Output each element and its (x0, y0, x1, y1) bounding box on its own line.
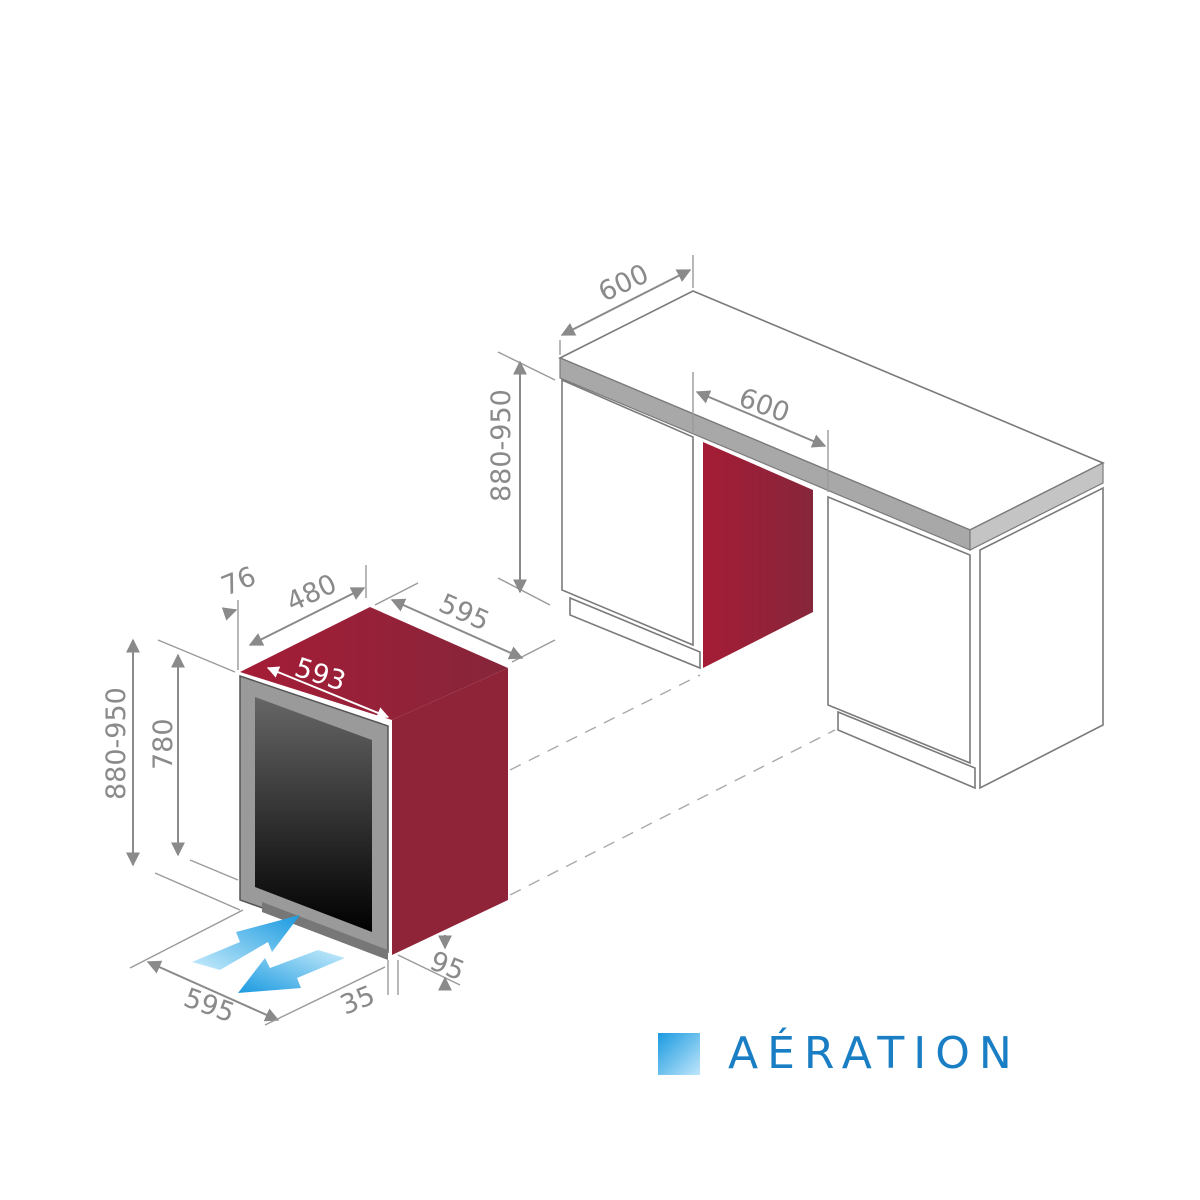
appliance-depth-label: 480 (282, 568, 342, 618)
right-cabinet-plinth (837, 710, 976, 790)
plinth-label: 95 (425, 946, 468, 988)
floor-width-label: 595 (180, 982, 239, 1029)
left-cabinet-door (561, 378, 694, 647)
appliance-side-depth-label: 595 (434, 588, 494, 637)
appliance-niche (703, 442, 813, 668)
kitchen-cabinet (558, 290, 1105, 790)
appliance-height-label: 780 (148, 718, 179, 770)
left-cabinet-plinth (569, 596, 701, 670)
cabinet-dimension-lines (497, 255, 829, 606)
appliance-total-height-label: 880-950 (101, 687, 132, 800)
wine-cooler (239, 607, 508, 960)
top-offset-label: 76 (217, 561, 260, 603)
counter-depth-label: 600 (594, 258, 654, 308)
floor-gap-label: 35 (336, 980, 379, 1022)
right-cabinet-door (827, 495, 971, 765)
legend: AÉRATION (658, 1028, 1021, 1079)
appliance-side (392, 668, 508, 955)
legend-label: AÉRATION (728, 1028, 1021, 1079)
appliance-dimension-lines (126, 565, 556, 1026)
door-glass (255, 697, 372, 932)
airflow-swatch-icon (658, 1032, 700, 1075)
right-cabinet-side (979, 486, 1104, 790)
counter-height-label: 880-950 (486, 389, 517, 502)
